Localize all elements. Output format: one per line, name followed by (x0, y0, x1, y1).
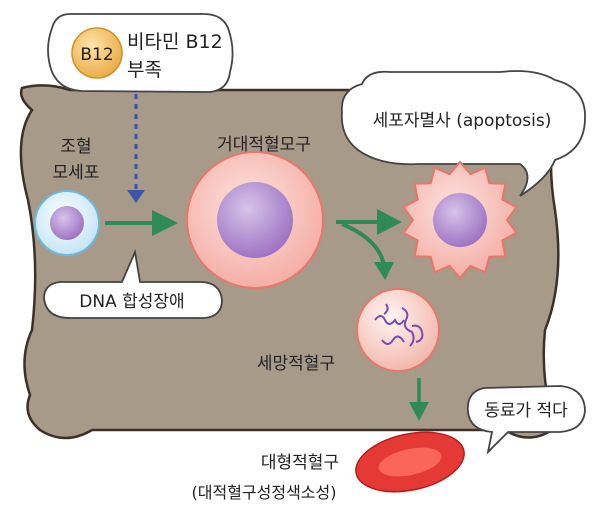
apoptosis-bubble (340, 70, 586, 197)
dna-label: DNA 합성장애 (79, 292, 184, 312)
deficiency-label-line2: 부족 (127, 59, 162, 81)
macrocyte-rbc-center (378, 447, 442, 477)
arrow-to-macrocyte-head (409, 402, 429, 421)
reticulocyte (356, 288, 440, 372)
megaloblast-label: 거대적혈모구 (217, 135, 311, 155)
few-bubble (466, 385, 586, 455)
arrow-to-megaloblast-head (152, 210, 178, 236)
dna-label-bubble (43, 248, 223, 319)
b12-dashed-arrow-head (127, 190, 145, 203)
megaloblast-nucleus (217, 182, 293, 258)
stem-cell-label-line1: 조혈 (60, 137, 91, 157)
reticulocyte-network (374, 303, 424, 347)
arrow-to-reticulocyte (341, 222, 386, 267)
reticulocyte-label: 세망적혈구 (257, 354, 335, 374)
apoptotic-cell-nucleus (433, 193, 487, 247)
stem-cell-nucleus (50, 206, 84, 240)
few-label: 동료가 적다 (484, 401, 568, 421)
arrow-to-reticulocyte-head (374, 262, 394, 280)
deficiency-label-line1: 비타민 B12 (127, 31, 223, 53)
macrocyte-label-line2: (대적혈구성정색소성) (192, 483, 337, 502)
apoptosis-label: 세포자멸사 (apoptosis) (373, 111, 552, 131)
arrow-to-apoptosis-head (377, 209, 402, 235)
b12-badge-icon (71, 27, 123, 79)
stem-cell-label-line2: 모세포 (53, 163, 100, 183)
apoptotic-cell (402, 160, 518, 280)
macrocyte-label-line1: 대형적혈구 (261, 453, 339, 473)
b12-badge-text: B12 (80, 45, 113, 65)
